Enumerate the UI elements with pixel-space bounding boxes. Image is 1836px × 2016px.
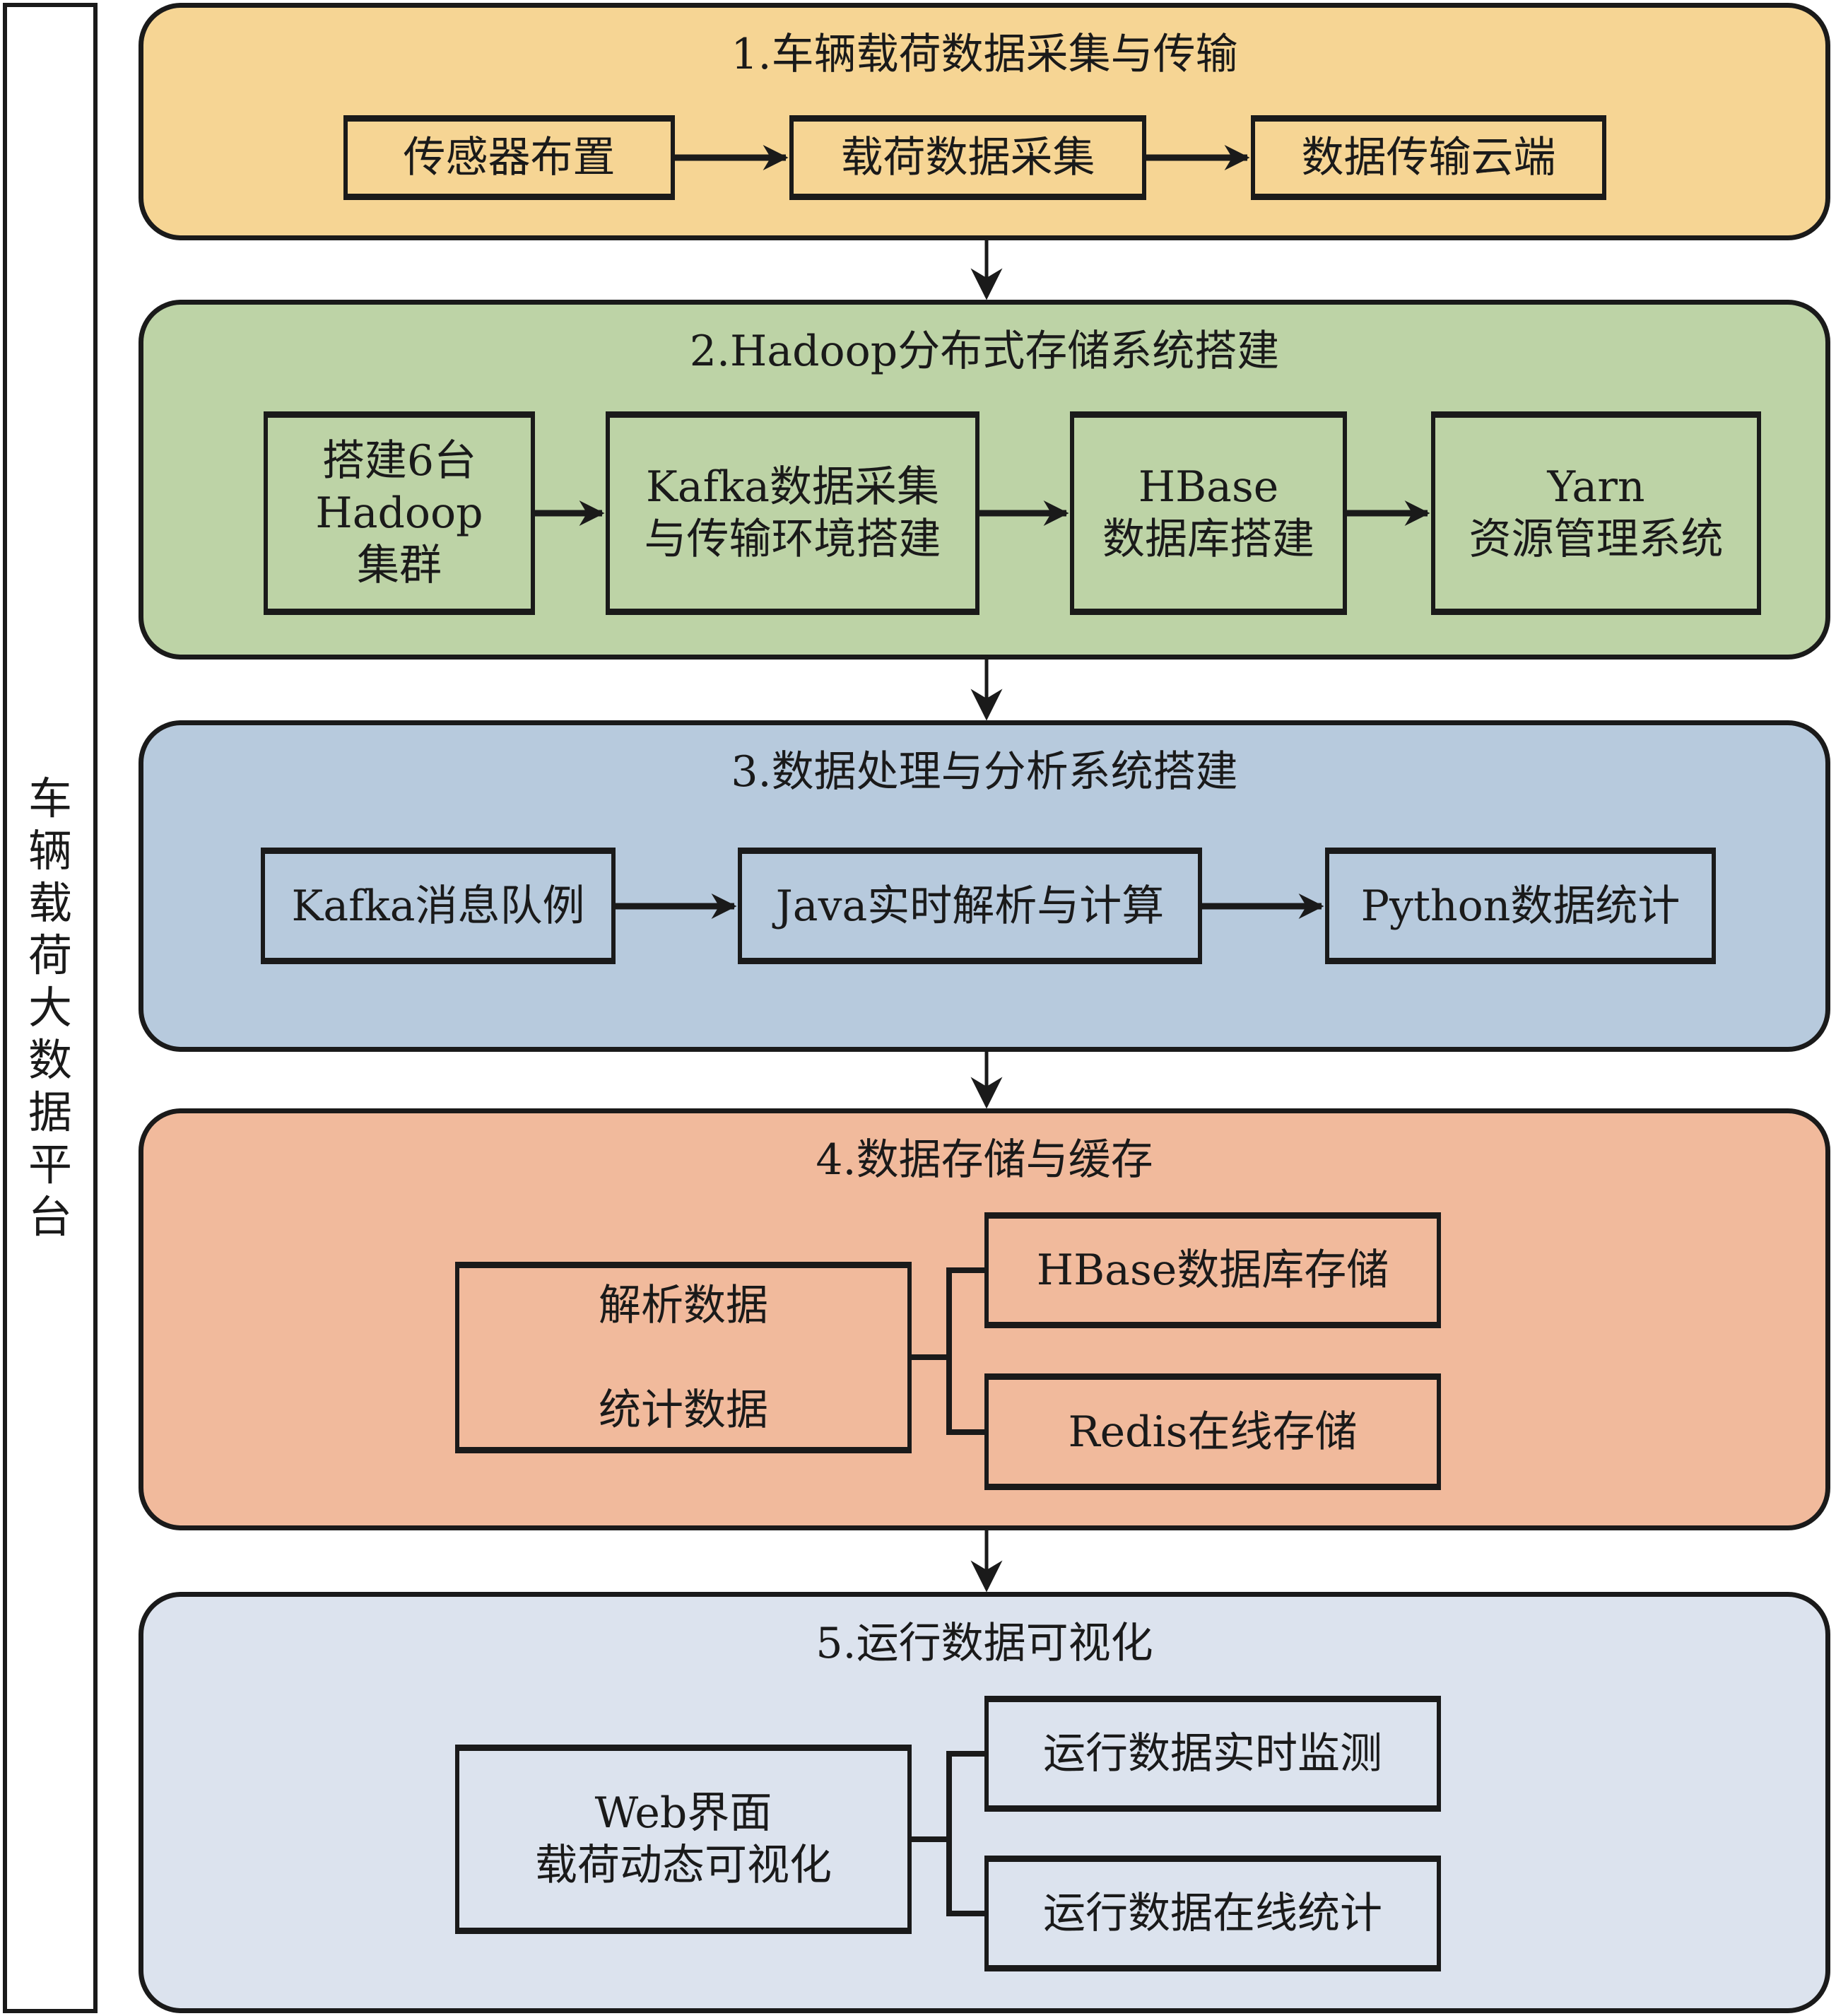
platform-label: 车辆载荷大数据平台 [28, 773, 72, 1243]
source-parsed-statistical-data: 解析数据 统计数据 [455, 1262, 912, 1453]
platform-label-box: 车辆载荷大数据平台 [3, 3, 98, 2013]
step-sensor-placement: 传感器布置 [343, 115, 675, 200]
step-kafka-queue: Kafka消息队例 [261, 848, 616, 964]
target-redis-storage: Redis在线存储 [984, 1373, 1441, 1490]
step-yarn-resource-manager: Yarn 资源管理系统 [1431, 411, 1761, 615]
target-realtime-monitoring: 运行数据实时监测 [984, 1696, 1441, 1812]
section-title: 1.车辆载荷数据采集与传输 [731, 30, 1238, 79]
source-web-visualization: Web界面 载荷动态可视化 [455, 1745, 912, 1934]
section-data-acquisition: 1.车辆载荷数据采集与传输 [139, 3, 1830, 240]
step-hbase-setup: HBase 数据库搭建 [1070, 411, 1347, 615]
section-title: 4.数据存储与缓存 [816, 1135, 1153, 1185]
section-hadoop-storage: 2.Hadoop分布式存储系统搭建 [139, 300, 1830, 660]
step-kafka-environment: Kafka数据采集 与传输环境搭建 [606, 411, 979, 615]
step-java-realtime-parsing: Java实时解析与计算 [738, 848, 1202, 964]
step-python-statistics: Python数据统计 [1325, 848, 1716, 964]
step-hadoop-cluster: 搭建6台 Hadoop 集群 [264, 411, 535, 615]
section-title: 5.运行数据可视化 [816, 1619, 1153, 1668]
target-hbase-storage: HBase数据库存储 [984, 1212, 1441, 1328]
step-load-data-acquisition: 载荷数据采集 [789, 115, 1146, 200]
section-title: 2.Hadoop分布式存储系统搭建 [689, 327, 1280, 376]
step-data-transfer-cloud: 数据传输云端 [1251, 115, 1606, 200]
target-online-statistics: 运行数据在线统计 [984, 1856, 1441, 1971]
section-processing-analysis: 3.数据处理与分析系统搭建 [139, 720, 1830, 1052]
section-title: 3.数据处理与分析系统搭建 [731, 747, 1238, 797]
